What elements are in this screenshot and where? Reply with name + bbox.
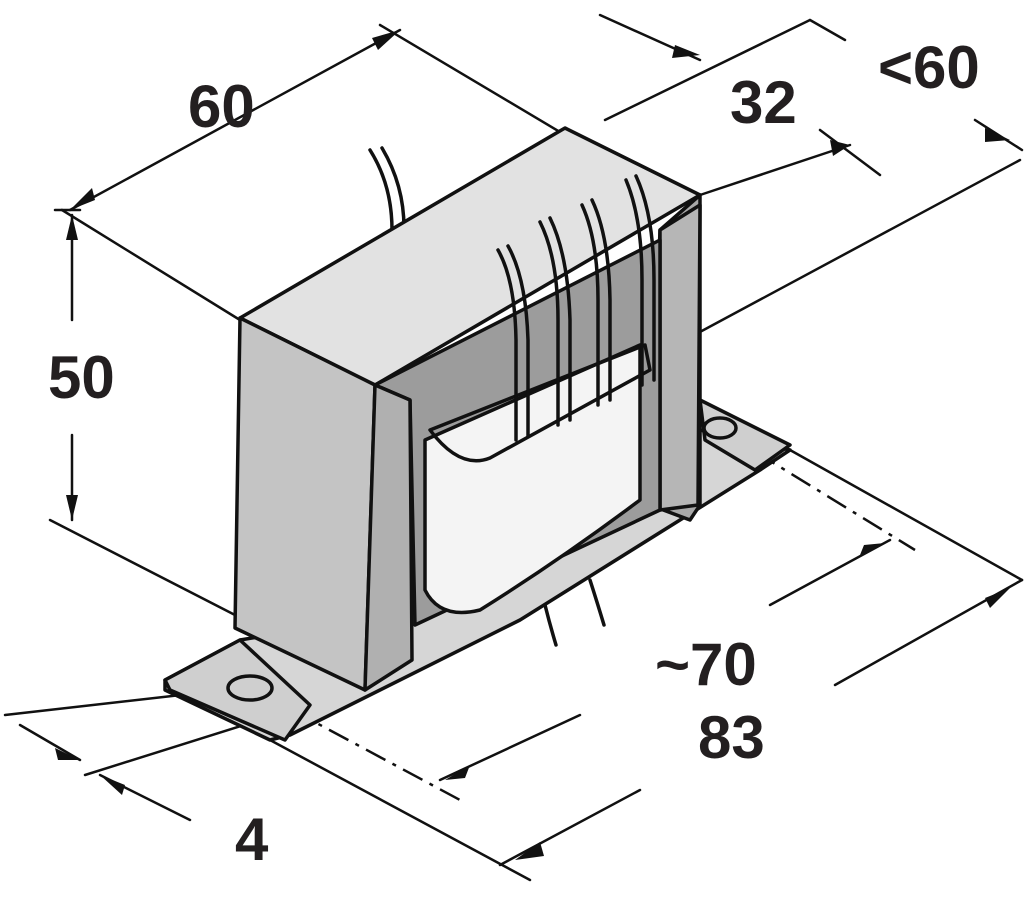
depth-arrow-bottom [830,140,850,156]
height-label: 50 [48,344,115,411]
height-arrow-bottom [66,495,78,520]
base-arrow-front [515,842,544,860]
maxdepth-arrow [985,128,1010,142]
max-depth-label: <60 [878,34,980,101]
transformer-body [163,126,792,742]
base-extension-back [788,448,1024,582]
mount-hole-back [702,416,738,440]
maxdepth-extension [808,18,847,42]
thickness-arrow-upper [55,748,80,760]
mount-arrow-front [445,765,470,780]
base-arrow-back [985,588,1010,608]
mount-dimension-line-2 [768,538,892,607]
base-length-label: 83 [698,704,765,771]
coil-winding [423,343,642,615]
width-dimension-line [68,28,402,212]
width-arrow-left [70,188,95,210]
thickness-dimension-upper [18,723,82,762]
bottom-wire-1 [543,603,558,647]
terminal-pins [496,174,656,442]
base-extension-front [268,738,532,882]
base-thickness-label: 4 [235,806,269,873]
base-dimension-line [498,788,642,867]
mount-centerline-front [254,688,461,802]
rear-wire [368,148,394,232]
thickness-extension-bottom [83,718,262,777]
terminal-pin-3b [590,198,612,402]
width-extension-left [60,208,242,322]
terminal-pin-4b [634,174,656,382]
core-right-leg [658,203,702,512]
width-label: 60 [188,73,255,140]
terminal-pin-1 [496,248,518,442]
depth-arrow-top [672,45,700,58]
depth-dimension-line-2 [698,143,852,197]
width-arrow-right [372,30,400,50]
depth-label: 32 [730,69,797,136]
depth-dimension-line [603,18,812,122]
core-inner-leg [363,383,414,692]
terminal-pin-4 [624,178,644,387]
width-extension-right [378,23,567,137]
mount-hole-front [226,674,274,702]
terminal-pin-2 [538,220,560,427]
terminal-pin-3 [580,203,600,407]
mount-spacing-label: ~70 [655,631,757,698]
height-arrow-top [66,215,78,240]
terminal-pin-2b [548,216,572,422]
mount-arrow-back [860,543,885,555]
depth-extension-bottom [818,128,882,177]
bottom-wire-2 [588,578,606,627]
terminal-pin-1b [506,244,530,438]
dimension-lines [3,13,1024,882]
height-extension-bottom [48,518,237,617]
core-front-face [233,316,377,692]
mount-dimension-line [438,713,582,782]
maxdepth-dimension-line [683,158,1022,342]
dimension-labels: 60 32 <60 50 ~70 83 4 [48,34,980,873]
rear-wire-2 [380,146,406,230]
thickness-arrow-lower [100,775,125,795]
mount-centerline-back [719,428,916,552]
mounting-foot-front [163,638,312,742]
